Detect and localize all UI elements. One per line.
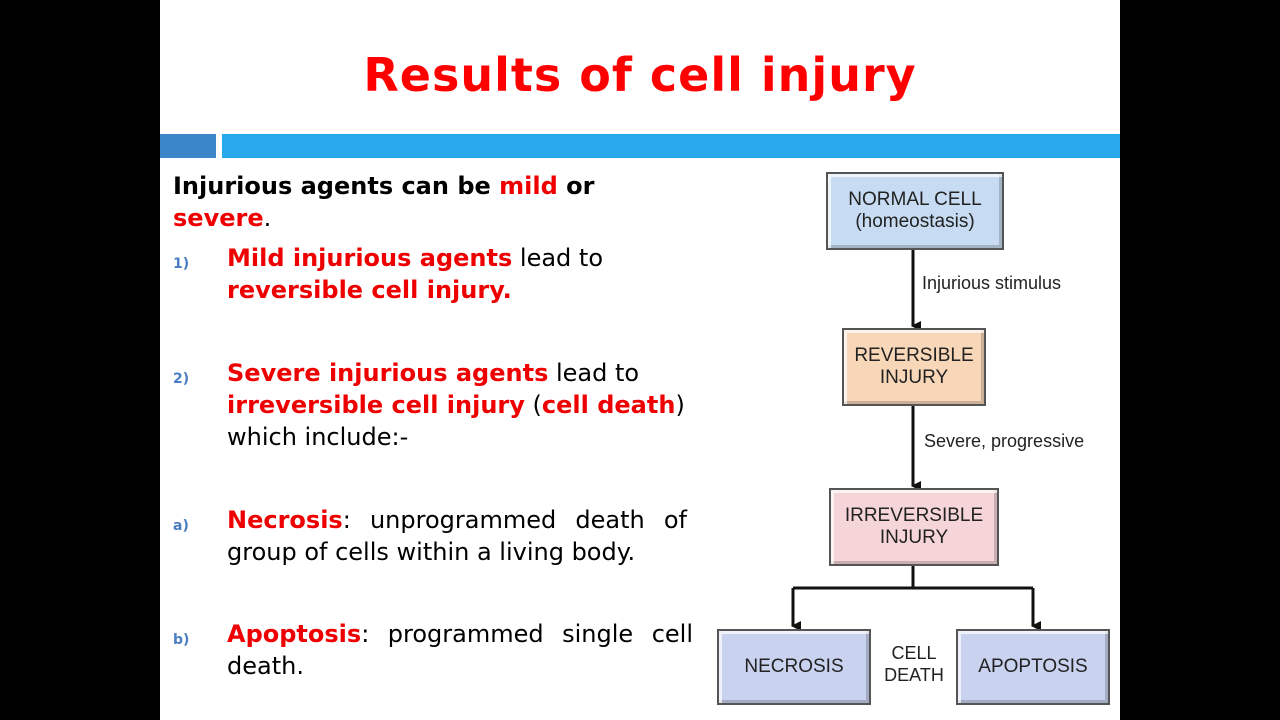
list-item-body: Severe injurious agents lead to irrevers…	[227, 357, 697, 453]
box-label: (homeostasis)	[855, 211, 975, 232]
item-term: cell death	[541, 391, 676, 419]
cell-injury-diagram: NORMAL CELL(homeostasis) Injurious stimu…	[715, 170, 1120, 720]
arrow-label-severe: Severe, progressive	[924, 431, 1085, 451]
box-label: IRREVERSIBLE	[844, 505, 984, 526]
item-text: lead to	[512, 244, 604, 272]
slide-title: Results of cell injury	[363, 48, 917, 102]
list-marker: 1)	[173, 256, 190, 272]
slide-body-text: Injurious agents can be mild or severe. …	[173, 170, 713, 680]
item-term: Mild injurious agents	[227, 244, 513, 272]
slide: Results of cell injury Injurious agents …	[160, 0, 1120, 720]
normal-cell-box: NORMAL CELL(homeostasis)	[826, 172, 1004, 250]
box-label: APOPTOSIS	[978, 656, 1088, 677]
item-term: Severe injurious agents	[227, 359, 549, 387]
intro-severe: severe	[173, 204, 264, 232]
item-term: irreversible cell injury	[227, 391, 525, 419]
intro-mild: mild	[499, 172, 558, 200]
box-label: REVERSIBLE	[854, 345, 974, 366]
intro-text-a: Injurious agents can be	[173, 172, 500, 200]
diagram-arrows	[791, 250, 1041, 631]
list-marker: b)	[173, 632, 190, 648]
intro-text-c: .	[263, 204, 272, 232]
item-text: : programmed single cell death.	[227, 620, 693, 680]
cell-death-line: DEATH	[884, 665, 944, 685]
list-item-body: Apoptosis: programmed single cell death.	[227, 618, 693, 682]
list-marker: a)	[173, 518, 189, 534]
header-bar	[222, 134, 1120, 158]
list-item-body: Mild injurious agents lead to reversible…	[227, 242, 697, 306]
list-marker: 2)	[173, 371, 190, 387]
item-term: reversible cell injury.	[227, 276, 512, 304]
intro-text-b: or	[557, 172, 595, 200]
box-label: NORMAL CELL	[848, 189, 982, 210]
item-term: Necrosis	[227, 506, 343, 534]
intro-paragraph: Injurious agents can be mild or severe.	[173, 170, 643, 234]
header-bar-accent	[160, 134, 216, 158]
item-text: lead to	[548, 359, 640, 387]
box-label: INJURY	[879, 367, 949, 388]
item-term: Apoptosis	[227, 620, 362, 648]
item-text: )	[675, 391, 685, 419]
box-label: INJURY	[879, 527, 949, 548]
box-label: NECROSIS	[744, 656, 844, 677]
cell-death-line: CELL	[891, 643, 937, 663]
apoptosis-box: APOPTOSIS	[956, 629, 1110, 705]
necrosis-box: NECROSIS	[717, 629, 871, 705]
item-text: (	[524, 391, 542, 419]
item-text: which include:-	[227, 423, 409, 451]
item-text: : unprogrammed death of group of cells w…	[227, 506, 687, 566]
arrow-label-injurious: Injurious stimulus	[922, 273, 1062, 293]
list-item-body: Necrosis: unprogrammed death of group of…	[227, 504, 687, 568]
